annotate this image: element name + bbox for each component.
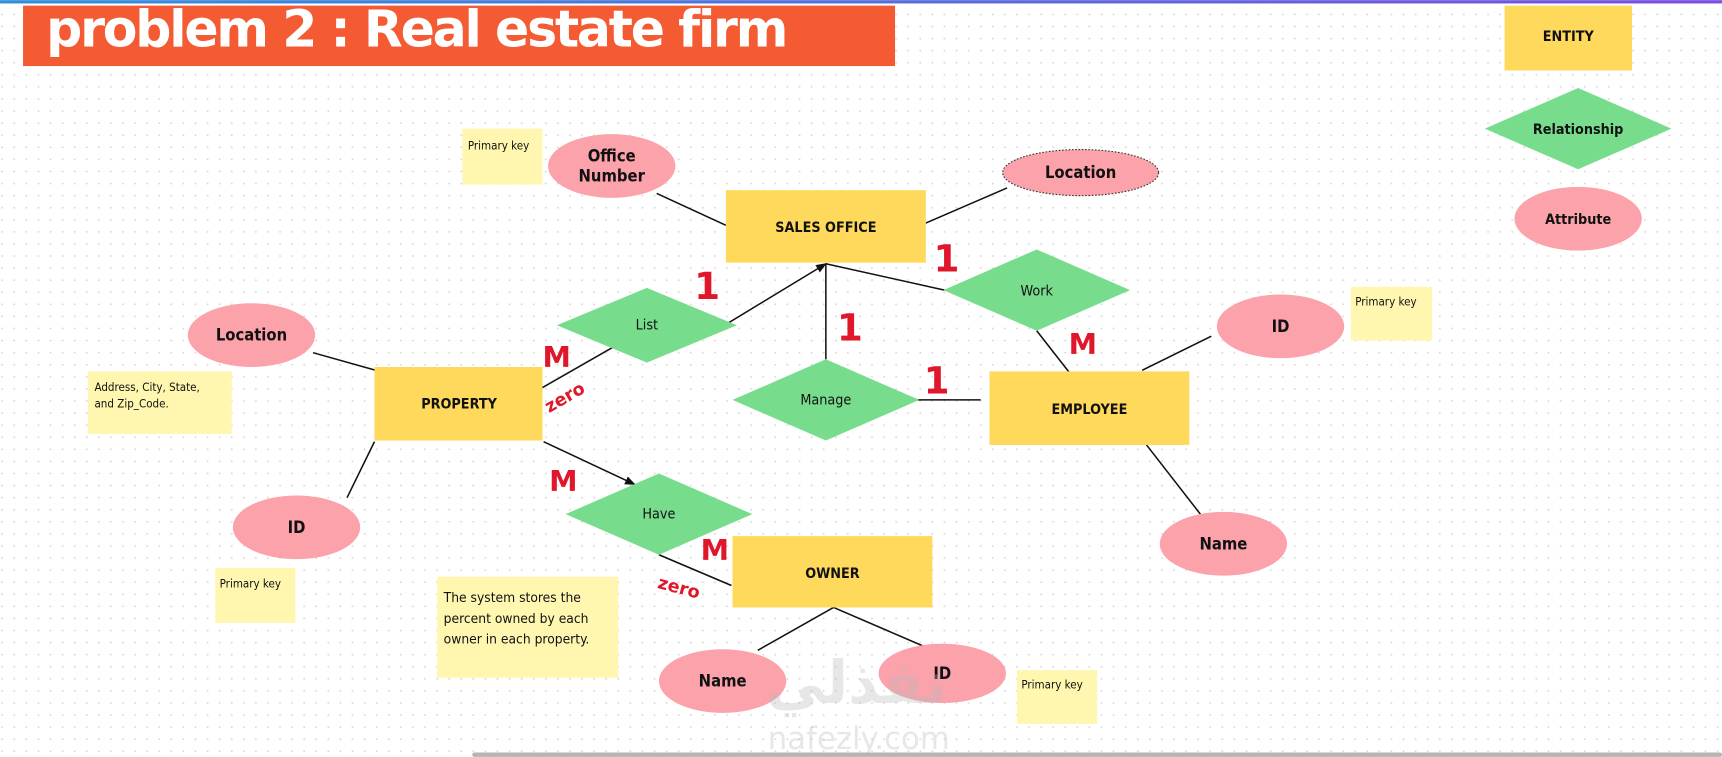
attribute-employee-id[interactable] bbox=[1216, 294, 1345, 359]
line-work-salesoffice bbox=[825, 262, 945, 291]
note-percent-owned bbox=[437, 576, 619, 678]
connector-lines bbox=[312, 187, 1212, 651]
note-text: Primary key bbox=[1021, 678, 1082, 692]
attribute-property-location[interactable] bbox=[187, 303, 316, 367]
cardinality-label: 1 bbox=[924, 358, 950, 402]
cardinality-label: M bbox=[543, 340, 571, 374]
legend-entity bbox=[1504, 5, 1632, 71]
relationship-have[interactable] bbox=[565, 473, 753, 555]
entity-label: PROPERTY bbox=[421, 397, 497, 413]
note-text: owner in each property. bbox=[444, 632, 590, 648]
nafezly-watermark-logo: نفذلي nafezly.com bbox=[766, 648, 950, 757]
cardinality-label: M bbox=[701, 533, 729, 567]
entity-sales-office[interactable] bbox=[725, 190, 926, 263]
attribute-owner-id[interactable] bbox=[878, 643, 1006, 704]
note-text: Primary key bbox=[1355, 294, 1416, 308]
top-accent-bar bbox=[0, 0, 1722, 4]
line-salesoffice-location bbox=[925, 187, 1008, 224]
legend-attribute-label: Attribute bbox=[1545, 212, 1611, 228]
watermark-arabic: نفذلي bbox=[766, 648, 947, 718]
attribute-label: Location bbox=[216, 326, 287, 345]
note-text: Primary key bbox=[468, 139, 529, 153]
cardinality-label: 1 bbox=[837, 306, 863, 350]
entity-label: OWNER bbox=[805, 566, 860, 582]
attribute-owner-name[interactable] bbox=[658, 649, 787, 713]
note-text: The system stores the bbox=[443, 590, 581, 606]
note-primary-key-office bbox=[462, 128, 543, 185]
relationship-label: Manage bbox=[800, 392, 851, 408]
attribute-label: Name bbox=[699, 672, 747, 691]
attribute-label: Location bbox=[1045, 163, 1116, 182]
attribute-property-id[interactable] bbox=[232, 495, 361, 560]
cardinality-label: 1 bbox=[933, 236, 959, 280]
line-owner-id bbox=[833, 606, 929, 649]
attribute-label: Number bbox=[579, 166, 646, 185]
watermark-latin: nafezly.com bbox=[768, 721, 950, 757]
attribute-label: ID bbox=[1272, 317, 1290, 336]
note-primary-key-employee bbox=[1350, 286, 1433, 341]
note-text: percent owned by each bbox=[444, 611, 589, 627]
cardinality-label: M bbox=[549, 464, 577, 498]
entity-label: SALES OFFICE bbox=[775, 220, 876, 236]
line-employee-id bbox=[1141, 335, 1212, 371]
attribute-label: Office bbox=[588, 147, 636, 166]
entity-owner[interactable] bbox=[732, 536, 933, 608]
note-primary-key-property bbox=[215, 567, 296, 623]
entity-property[interactable] bbox=[374, 366, 543, 441]
note-text: Primary key bbox=[220, 577, 281, 591]
page-title: problem 2 : Real estate firm bbox=[46, 0, 786, 58]
line-officenumber-salesoffice bbox=[656, 192, 727, 226]
line-employee-name bbox=[1145, 444, 1201, 515]
horizontal-scrollbar[interactable] bbox=[472, 752, 1722, 757]
title-banner bbox=[23, 5, 896, 67]
relationship-label: Work bbox=[1021, 284, 1054, 300]
line-owner-name bbox=[757, 606, 834, 651]
relationship-label: Have bbox=[642, 507, 675, 523]
line-work-employee bbox=[1036, 330, 1073, 377]
entity-label: EMPLOYEE bbox=[1051, 402, 1127, 418]
line-property-id bbox=[346, 441, 376, 498]
note-text: Address, City, State, bbox=[94, 380, 199, 394]
attribute-label: ID bbox=[933, 664, 951, 683]
attribute-label: Name bbox=[1199, 534, 1247, 553]
legend-entity-label: ENTITY bbox=[1543, 29, 1595, 45]
cardinality-label: 1 bbox=[694, 264, 720, 308]
legend-relationship-label: Relationship bbox=[1533, 122, 1624, 138]
entity-employee[interactable] bbox=[989, 371, 1190, 445]
legend-attribute bbox=[1514, 186, 1642, 251]
line-have-owner bbox=[658, 554, 732, 587]
relationship-manage[interactable] bbox=[732, 359, 920, 441]
attribute-office-number[interactable] bbox=[548, 134, 676, 198]
note-text: and Zip_Code. bbox=[94, 397, 168, 411]
relationship-label: List bbox=[636, 318, 658, 334]
note-primary-key-owner bbox=[1016, 670, 1098, 724]
relationship-list[interactable] bbox=[556, 287, 737, 363]
attribute-label: ID bbox=[288, 518, 306, 537]
cardinality-label: M bbox=[1069, 327, 1097, 361]
line-location-property bbox=[312, 351, 376, 372]
line-property-have bbox=[543, 440, 636, 486]
line-property-list bbox=[537, 345, 616, 391]
note-address bbox=[87, 371, 232, 434]
attribute-employee-name[interactable] bbox=[1159, 511, 1288, 576]
attribute-office-location[interactable] bbox=[1002, 148, 1160, 197]
